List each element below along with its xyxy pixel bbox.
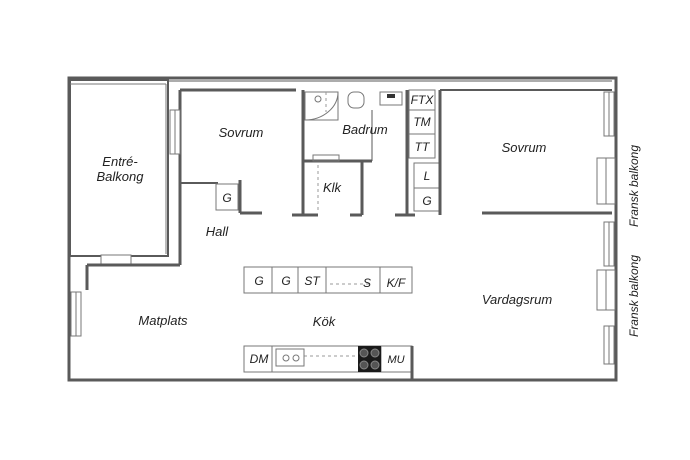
kitchen-sink: [275, 348, 305, 367]
left-walls: [67, 256, 180, 380]
sink: [379, 91, 403, 106]
mu-label: MU: [387, 354, 404, 366]
toilet: [347, 91, 365, 109]
french-balcony-label-lower: Fransk balkong: [627, 255, 641, 337]
room-label-hall: Hall: [206, 224, 230, 239]
linen-wardrobe: L G: [413, 162, 441, 212]
klk-closet: [312, 154, 340, 212]
room-label-entre-line2: Balkong: [97, 169, 145, 184]
kitchen-island: G G ST S K/F: [243, 266, 413, 294]
island-g2-label: G: [281, 274, 290, 288]
island-st-label: ST: [304, 274, 321, 288]
room-label-entre-line1: Entré-: [102, 154, 138, 169]
badrum-walls: [292, 90, 415, 217]
room-label-klk: Klk: [323, 180, 343, 195]
sovrum-right-walls: [438, 89, 612, 215]
room-label-sovrum-left: Sovrum: [219, 125, 264, 140]
room-label-badrum: Badrum: [342, 122, 388, 137]
tm-label: TM: [413, 115, 430, 129]
island-s-label: S: [363, 276, 371, 290]
entre-balkong-area: [69, 79, 169, 266]
tt-label: TT: [415, 140, 431, 154]
ftx-label: FTX: [411, 93, 435, 107]
island-g1-label: G: [254, 274, 263, 288]
shower: [304, 91, 339, 121]
bath-fixtures: FTX TM TT: [408, 89, 436, 159]
dm-label: DM: [250, 352, 269, 366]
kitchen-counter: DM MU: [243, 345, 414, 380]
room-label-sovrum-right: Sovrum: [502, 140, 547, 155]
room-label-kok: Kök: [313, 314, 337, 329]
l-label: L: [424, 169, 431, 183]
room-label-vardagsrum: Vardagsrum: [482, 292, 552, 307]
g-bath-label: G: [422, 194, 431, 208]
hall-wardrobe: G: [215, 183, 239, 211]
hall-wardrobe-label: G: [222, 191, 231, 205]
sovrum-left-walls: [169, 88, 296, 265]
island-kf-label: K/F: [387, 276, 406, 290]
right-windows: [596, 91, 616, 365]
room-label-matplats: Matplats: [138, 313, 188, 328]
french-balcony-label-upper: Fransk balkong: [627, 145, 641, 227]
